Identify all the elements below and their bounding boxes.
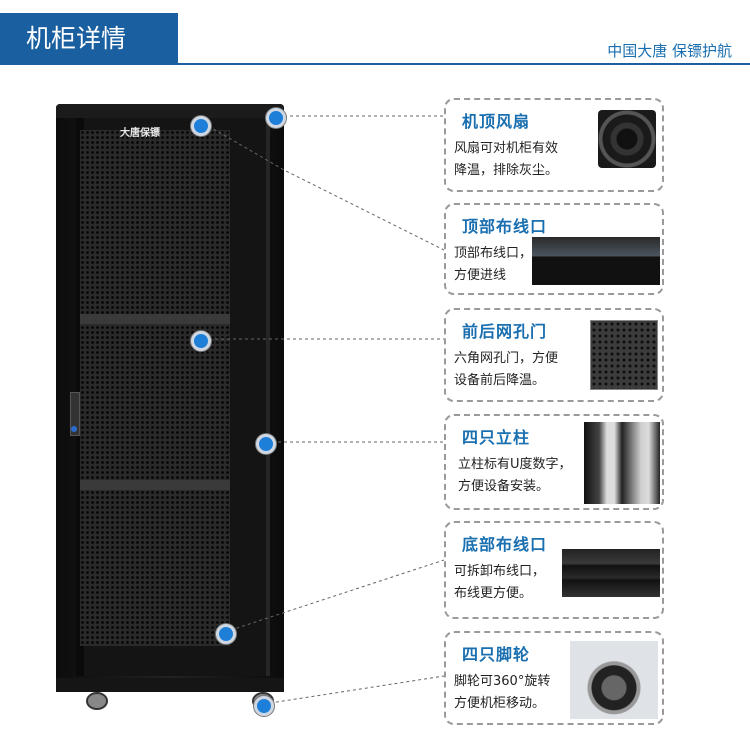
feature-title: 前后网孔门 xyxy=(462,322,548,341)
feature-desc: 立柱标有U度数字， 方便设备安装。 xyxy=(458,457,572,494)
vertical-post-icon xyxy=(584,422,660,504)
feature-desc: 顶部布线口， 方便进线 xyxy=(454,246,533,283)
feature-title: 顶部布线口 xyxy=(462,217,548,236)
feature-card-fan: 机顶风扇 风扇可对机柜有效 降温，排除灰尘。 xyxy=(444,98,664,192)
feature-title: 四只脚轮 xyxy=(462,645,531,664)
feature-card-posts: 四只立柱 立柱标有U度数字， 方便设备安装。 xyxy=(444,414,664,510)
lock-icon xyxy=(71,426,77,432)
mesh-divider xyxy=(80,314,230,324)
section-title: 机柜详情 xyxy=(26,24,127,53)
section-title-tab: 机柜详情 xyxy=(0,13,178,65)
feature-title: 机顶风扇 xyxy=(462,112,531,131)
caster-icon xyxy=(86,692,108,710)
hex-mesh-icon xyxy=(590,320,658,390)
feature-title: 四只立柱 xyxy=(462,428,531,447)
bottom-cable-entry-icon xyxy=(562,549,660,597)
feature-desc: 可拆卸布线口， 布线更方便。 xyxy=(454,564,546,601)
cabinet-logo: 大唐保镖 xyxy=(120,128,160,139)
fan-icon xyxy=(598,110,656,168)
feature-card-bottom-cable: 底部布线口 可拆卸布线口， 布线更方便。 xyxy=(444,521,664,619)
door-mesh xyxy=(80,130,230,646)
header-divider xyxy=(178,63,750,65)
feature-desc: 六角网孔门，方便 设备前后降温。 xyxy=(454,351,559,388)
door-handle xyxy=(70,392,80,436)
feature-desc: 脚轮可360°旋转 方便机柜移动。 xyxy=(454,674,551,711)
caster-wheel-icon xyxy=(570,641,658,719)
marker-top-cable[interactable] xyxy=(191,116,211,136)
cabinet-illustration: 大唐保镖 xyxy=(56,104,284,710)
top-cable-entry-icon xyxy=(532,237,660,285)
feature-card-mesh-door: 前后网孔门 六角网孔门，方便 设备前后降温。 xyxy=(444,308,664,402)
marker-mesh-door[interactable] xyxy=(191,331,211,351)
mesh-divider xyxy=(80,480,230,490)
marker-posts[interactable] xyxy=(256,434,276,454)
cabinet-top xyxy=(56,104,284,118)
marker-bottom-cable[interactable] xyxy=(216,624,236,644)
feature-card-casters: 四只脚轮 脚轮可360°旋转 方便机柜移动。 xyxy=(444,631,664,725)
cabinet-base xyxy=(56,678,284,692)
feature-title: 底部布线口 xyxy=(462,535,548,554)
feature-desc: 风扇可对机柜有效 降温，排除灰尘。 xyxy=(454,141,559,178)
marker-fan[interactable] xyxy=(266,108,286,128)
marker-casters[interactable] xyxy=(254,696,274,716)
feature-card-top-cable: 顶部布线口 顶部布线口， 方便进线 xyxy=(444,203,664,295)
callout-line-casters xyxy=(263,675,445,705)
brand-slogan: 中国大唐 保镖护航 xyxy=(607,42,732,60)
